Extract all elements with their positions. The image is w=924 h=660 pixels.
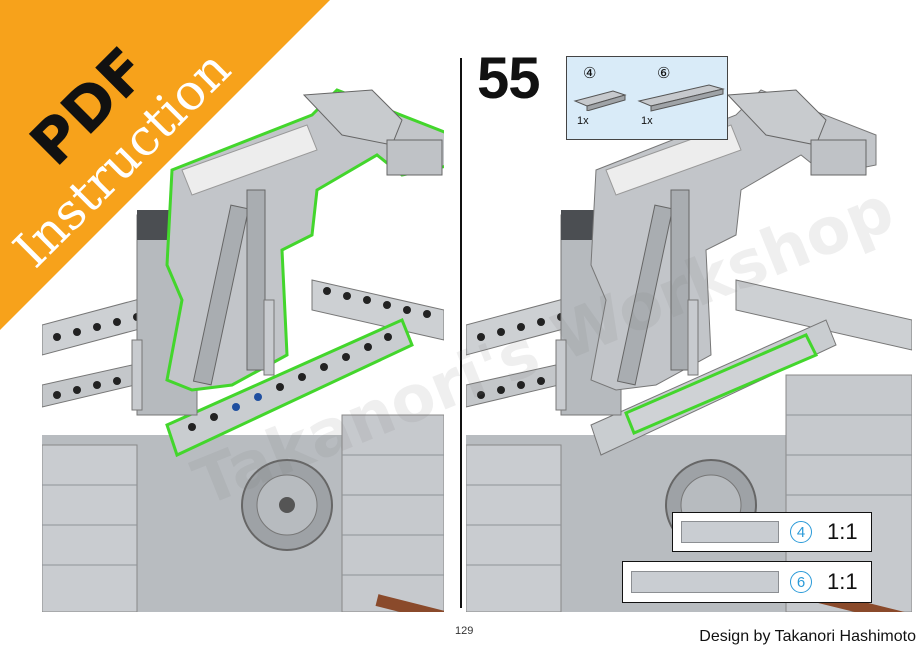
part-qty: 1x [641,115,653,127]
part-id: ④ [583,65,597,82]
scale-guide: 6 1:1 [622,561,872,603]
scale-ratio: 1:1 [827,519,858,544]
assembly-illustration-left [42,55,444,612]
long-beam-part-icon [637,84,725,112]
step-number: 55 [477,46,541,111]
scale-part-bar [631,571,779,593]
scale-ratio: 1:1 [827,569,858,594]
scale-part-id: 4 [790,521,812,543]
designer-credit: Design by Takanori Hashimoto [699,628,916,645]
page-number: 129 [455,625,474,637]
part-id: ⑥ [657,65,671,82]
panel-divider [460,58,462,608]
part-qty: 1x [577,115,589,127]
scale-guide: 4 1:1 [672,512,872,552]
parts-callout: ④ 1x ⑥ 1x [566,56,728,140]
scale-part-bar [681,521,779,543]
beam-part-icon [573,90,627,111]
scale-part-id: 6 [790,571,812,593]
